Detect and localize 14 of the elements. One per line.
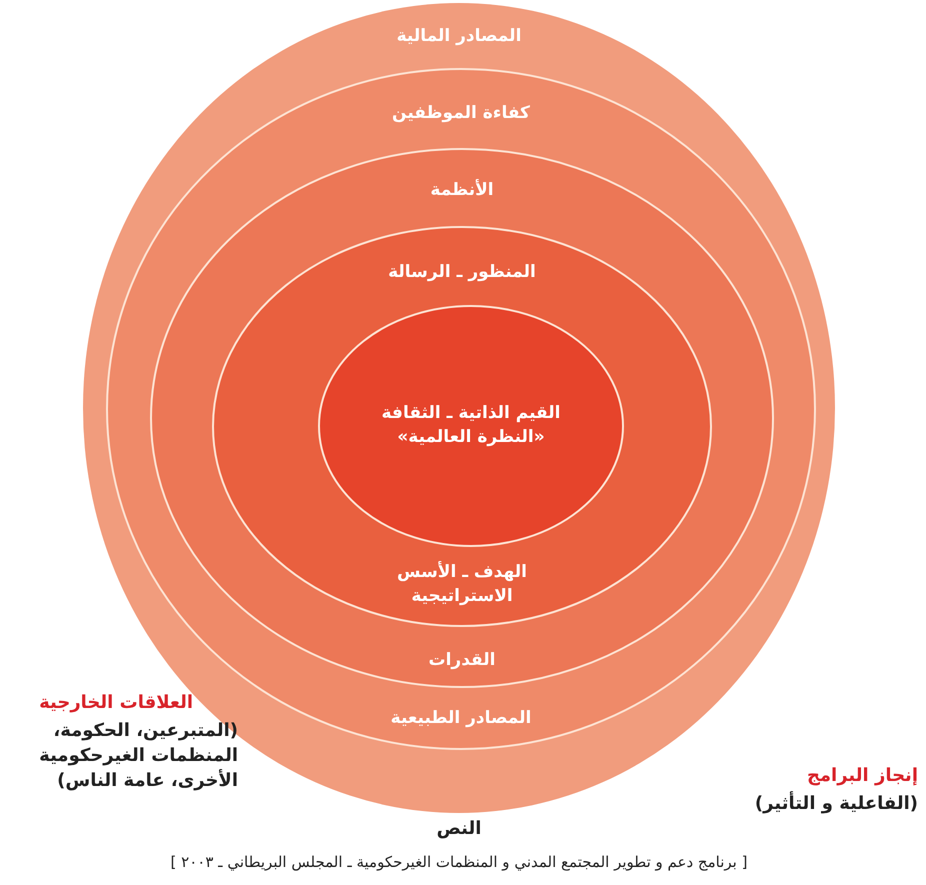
description-text: (المتبرعين، الحكومة، المنظمات الغيرحكومية الأخرى، عامة الناس): [38, 719, 238, 794]
heading-text: العلاقات الخارجية: [38, 691, 193, 715]
description-text: (الفاعلية و التأثير): [754, 791, 918, 816]
heading-text: إنجاز البرامج: [806, 764, 918, 788]
ring-label: الهدف ـ الأسس الاستراتيجية: [396, 560, 528, 608]
ring-label: كفاءة الموظفين: [392, 102, 530, 124]
ring-label: القيم الذاتية ـ الثقافة «النظرة العالمية»: [380, 402, 562, 450]
caption: [ برنامج دعم و تطوير المجتمع المدني و المنظمات الغيرحكومية ـ المجلس البريطاني ـ ٢٠٠٣ ]: [170, 852, 748, 873]
ring-label: المصادر المالية: [396, 24, 522, 48]
ring-label: القدرات: [428, 648, 496, 672]
ring-label: المنظور ـ الرسالة: [388, 260, 536, 284]
axis-label: النص: [436, 817, 482, 841]
ring-label: المصادر الطبيعية: [390, 706, 532, 730]
ring-label: الأنظمة: [430, 178, 494, 202]
